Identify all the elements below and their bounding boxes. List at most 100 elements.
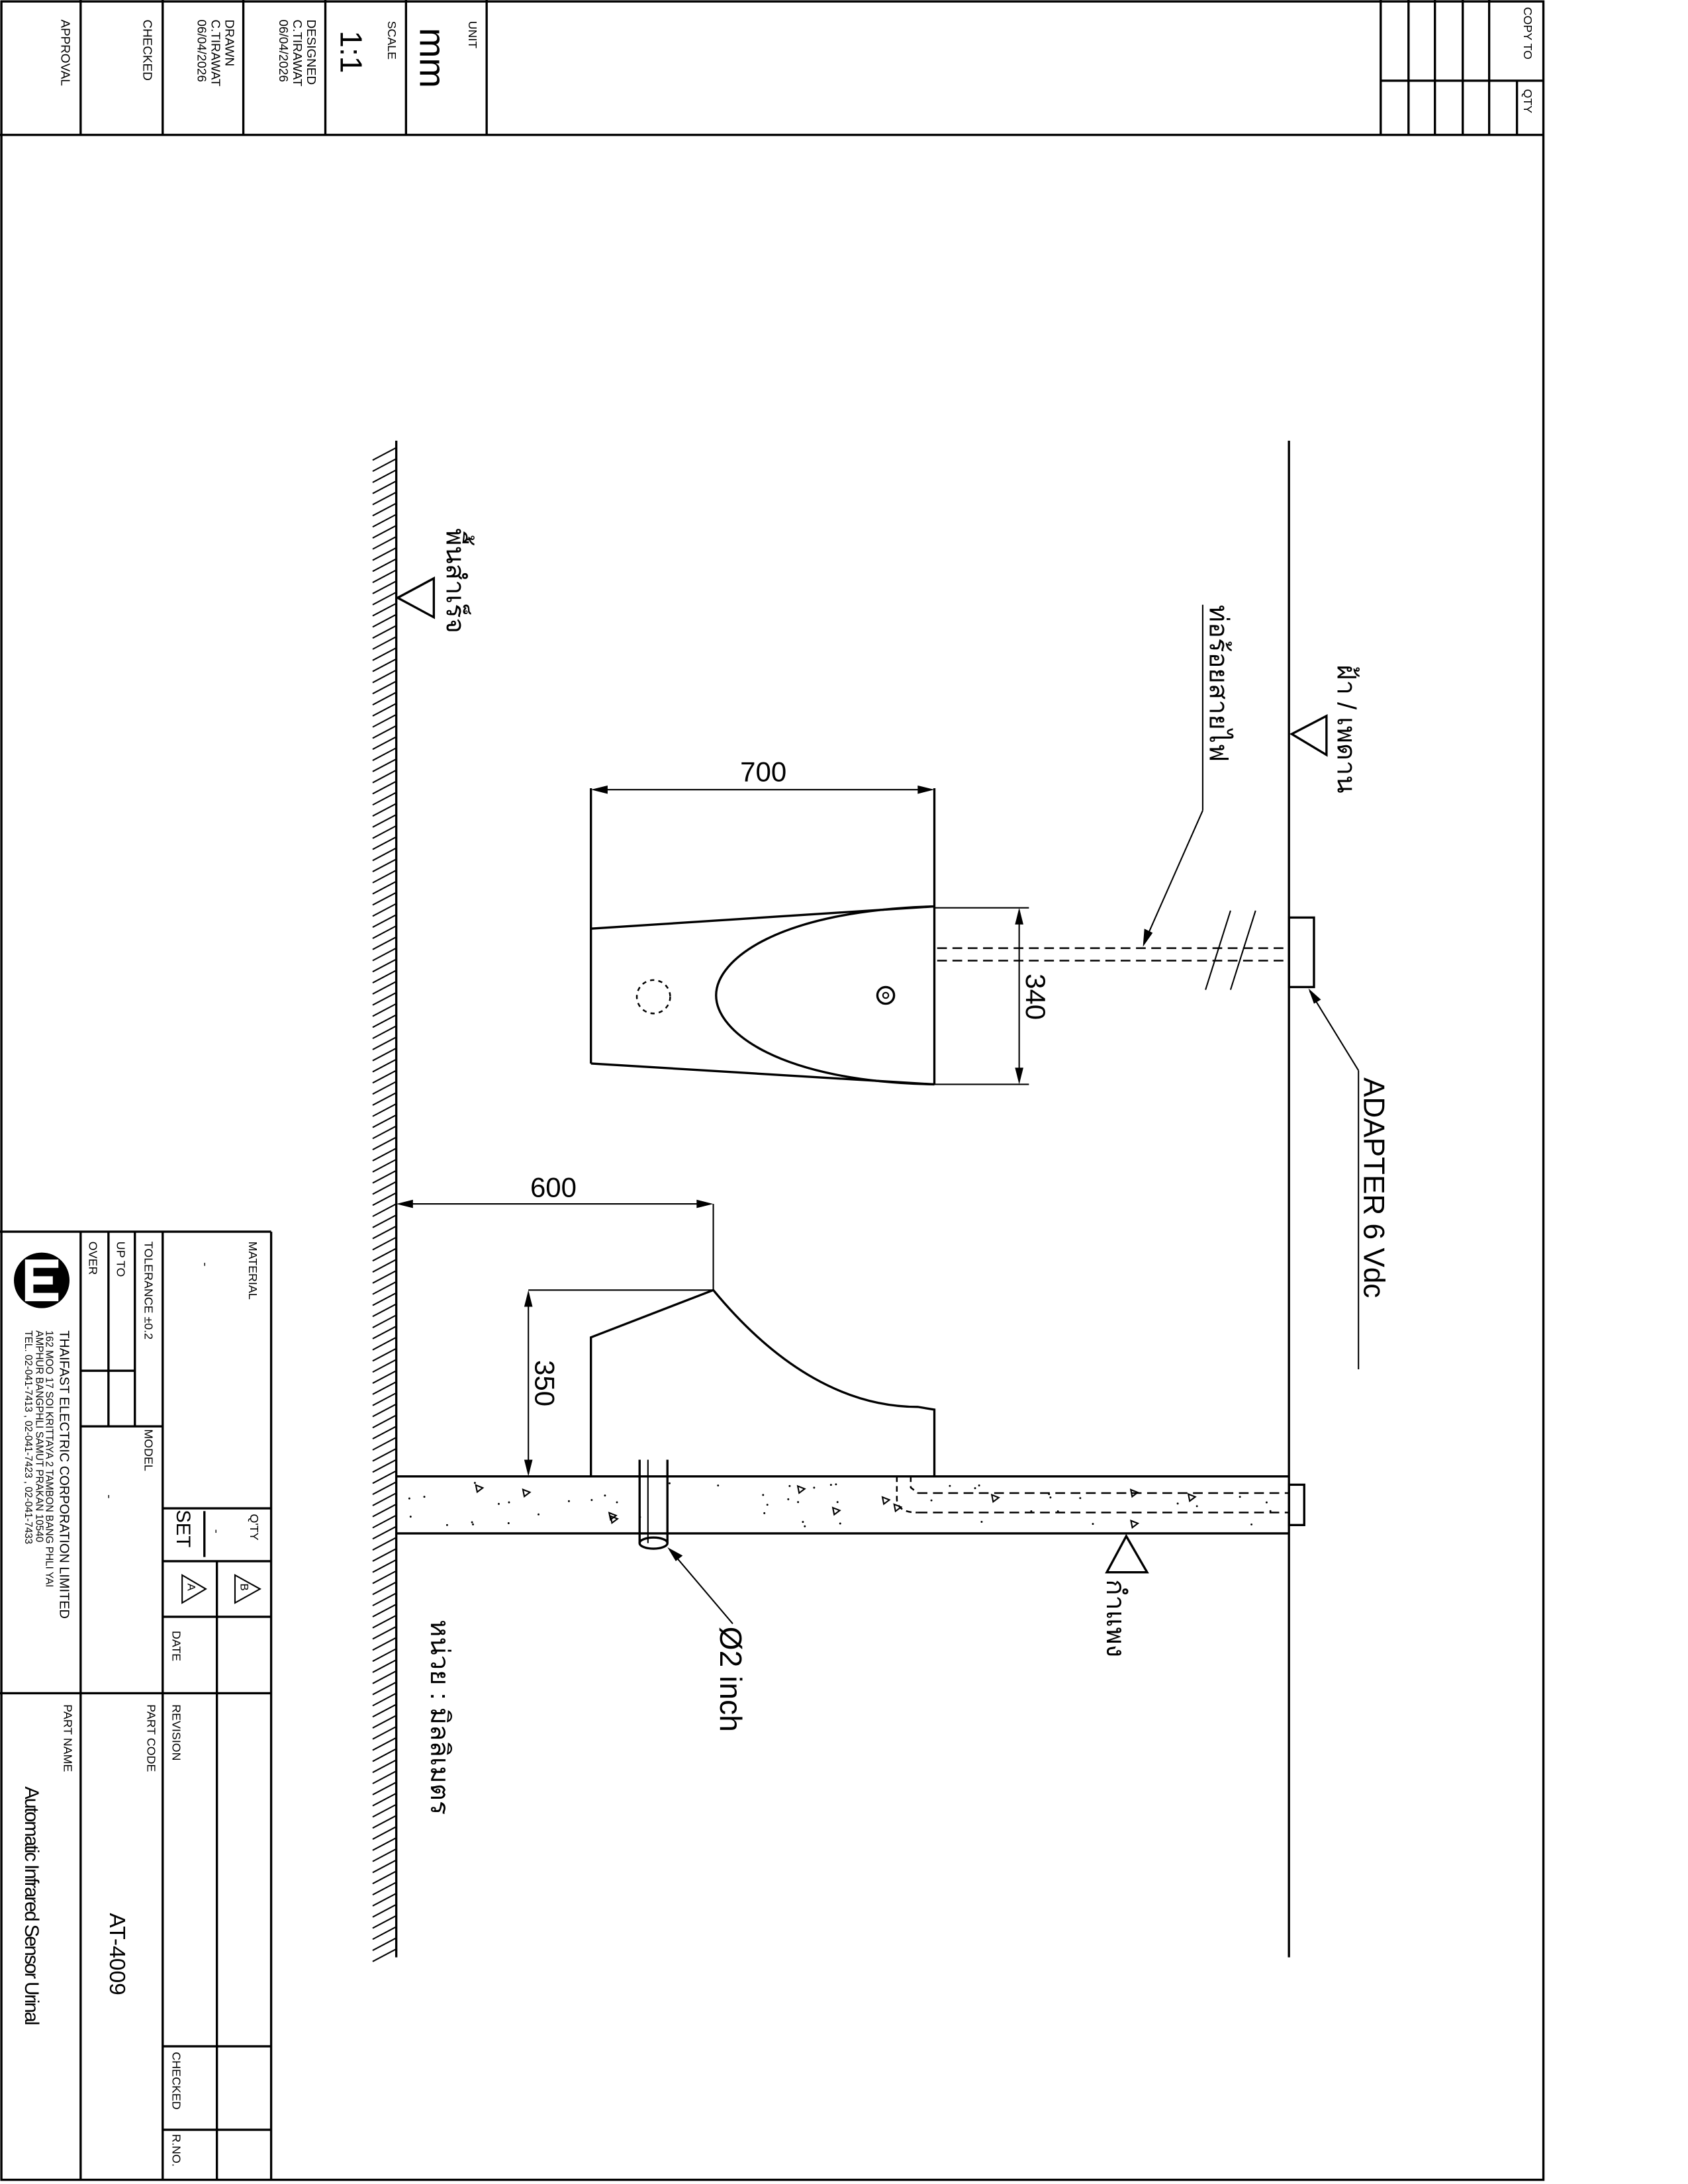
ceiling-level-marker [1289, 714, 1328, 757]
hatch-line [372, 669, 397, 684]
hatch-line [372, 1236, 397, 1251]
hatch-line [372, 1926, 397, 1940]
hatch-line [372, 1292, 397, 1306]
svg-text:600: 600 [530, 1172, 577, 1203]
hatch-line [372, 1259, 397, 1273]
hatch-line [372, 780, 397, 795]
hatch-line [372, 1248, 397, 1262]
company-logo [14, 1252, 70, 1308]
hatch-line [372, 858, 397, 872]
hatch-line [372, 1303, 397, 1318]
hatch-line [372, 1047, 397, 1062]
unit-note: หน่วย : มิลลิเมตร [425, 1619, 454, 1815]
hatch-line [372, 891, 397, 906]
adapter-box [1288, 916, 1315, 989]
hatch-line [372, 547, 397, 561]
concrete-dot [804, 1525, 806, 1527]
revision-checked-label: CHECKED [169, 2052, 183, 2109]
concrete-dot [974, 1487, 976, 1490]
hatch-line [372, 958, 397, 973]
hatch-line [372, 936, 397, 950]
hatch-line [372, 825, 397, 839]
hatch-line [372, 758, 397, 772]
conduit-leader [1143, 604, 1203, 947]
hatch-line [372, 1815, 397, 1829]
concrete-dot [930, 1499, 933, 1502]
hatch-line [372, 736, 397, 751]
concrete-dot [590, 1498, 593, 1501]
hatch-line [372, 1748, 397, 1762]
sheet-border [0, 0, 1545, 2181]
hatch-line [372, 1870, 397, 1885]
concrete-dot [787, 1498, 790, 1500]
installation-drawing: ฝ้า / เพดาน พื้นสำเร็จ 700 [372, 440, 1390, 1962]
concrete-aggregate [1130, 1519, 1140, 1529]
concrete-dot [669, 1482, 671, 1484]
concrete-dot [538, 1513, 539, 1516]
hatch-line [372, 491, 397, 506]
copy-to-label: COPY TO [1521, 7, 1534, 60]
hatch-line [372, 1148, 397, 1161]
hatch-line [372, 1604, 397, 1617]
unit-label: UNIT [466, 21, 479, 49]
concrete-dot [835, 1483, 837, 1486]
hatch-line [372, 1036, 397, 1050]
hatch-line [372, 713, 397, 728]
material-value: - [199, 1262, 212, 1266]
concrete-dot [1176, 1502, 1179, 1505]
hatch-line [372, 1725, 397, 1740]
hatch-line [372, 1414, 397, 1429]
checked-label: CHECKED [140, 19, 154, 80]
dimension-350: 350 [524, 1290, 561, 1477]
concrete-dot [839, 1522, 841, 1525]
hatch-line [372, 1347, 397, 1362]
hatch-line [372, 803, 397, 817]
concrete-dot [980, 1520, 983, 1523]
svg-text:700: 700 [740, 756, 786, 788]
hatch-line [372, 1559, 397, 1573]
concrete-dot [1079, 1497, 1082, 1500]
hatch-line [372, 870, 397, 884]
qty-value: - [209, 1529, 223, 1533]
hatch-line [372, 1381, 397, 1395]
hatch-line [372, 502, 397, 517]
hatch-line [372, 636, 397, 650]
concrete-aggregate [831, 1506, 841, 1516]
dimension-600: 600 [396, 1172, 714, 1208]
revision-a-triangle: A [181, 1574, 207, 1604]
part-code-label: PART CODE [145, 1704, 158, 1772]
hatch-line [372, 1659, 397, 1673]
hatch-line [372, 880, 397, 895]
hatch-line [372, 1548, 397, 1562]
hatch-line [372, 747, 397, 761]
hatch-line [372, 991, 397, 1006]
hatch-line [372, 1470, 397, 1484]
hatch-line [372, 625, 397, 639]
ceiling-label: ฝ้า / เพดาน [1332, 664, 1361, 794]
designed-date: 06/04/2026 [276, 19, 290, 82]
drawn-date: 06/04/2026 [194, 19, 208, 82]
hatch-line [372, 1403, 397, 1418]
hatch-line [372, 903, 397, 917]
hatch-line [372, 1092, 397, 1106]
hatch-line [372, 680, 397, 695]
hatch-line [372, 947, 397, 962]
urinal-side-view [528, 1204, 936, 1477]
hatch-line [372, 647, 397, 661]
conduit-label: ท่อร้อยสายไฟ [1203, 605, 1233, 762]
pipe-label: Ø2 inch [714, 1627, 748, 1732]
concrete-dot [829, 1484, 832, 1486]
hatch-line [372, 480, 397, 494]
concrete-aggregate [1129, 1488, 1139, 1498]
wall-marker [1105, 1533, 1149, 1574]
hatch-line [372, 602, 397, 617]
concrete-dot [1269, 1510, 1272, 1512]
hatch-line [372, 925, 397, 939]
wall-section [396, 1475, 1305, 1535]
date-label: DATE [169, 1631, 183, 1661]
hatch-line [372, 614, 397, 628]
hatch-line [372, 1592, 397, 1607]
hatch-line [372, 1614, 397, 1629]
concrete-dot [1239, 1496, 1241, 1498]
hatch-line [372, 1125, 397, 1140]
